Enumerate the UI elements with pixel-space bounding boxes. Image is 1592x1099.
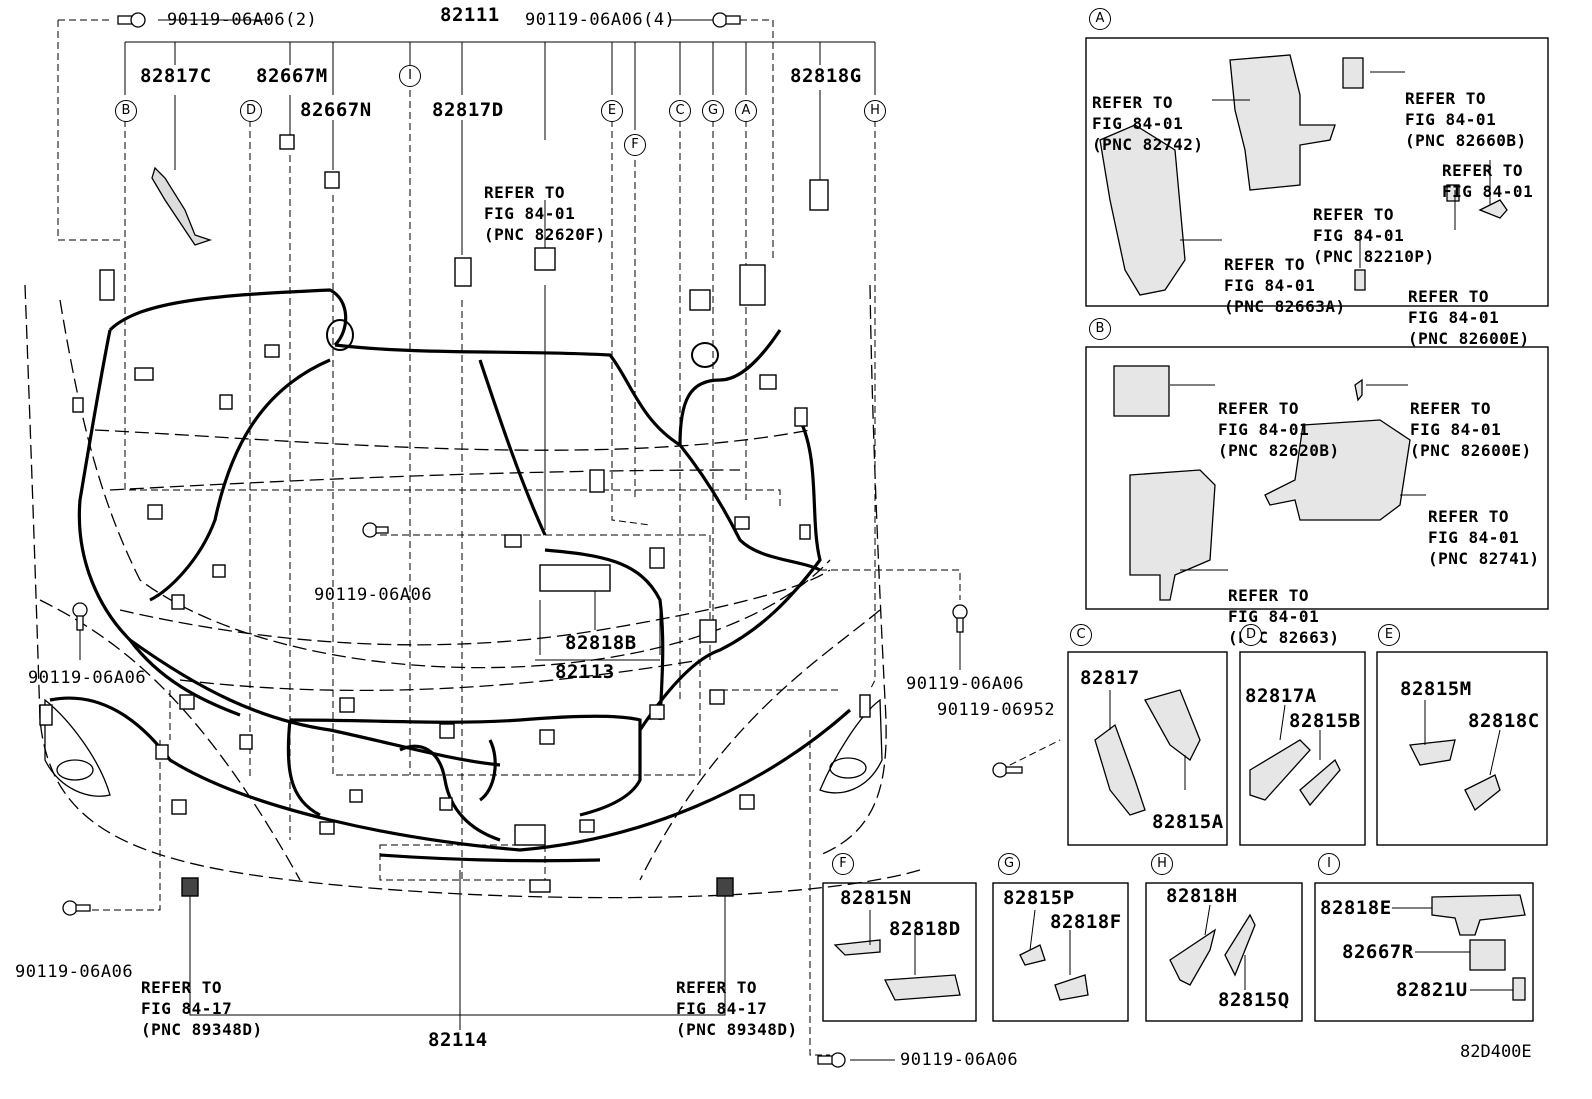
part-82818d-label[interactable]: 82818D	[889, 918, 961, 940]
callout-b[interactable]: B	[115, 100, 137, 122]
grommet-right	[691, 342, 719, 368]
harness-connectors	[39, 134, 871, 897]
part-82815p-label[interactable]: 82815P	[1003, 887, 1075, 909]
callout-g[interactable]: G	[702, 100, 724, 122]
part-82817a-label[interactable]: 82817A	[1245, 685, 1317, 707]
panel-b-parts	[1113, 365, 1411, 601]
panel-g-frame	[992, 882, 1129, 1022]
part-82818c-label[interactable]: 82818C	[1468, 710, 1540, 732]
part-82817c-label[interactable]: 82817C	[140, 65, 212, 87]
panel-a-leaders	[1180, 71, 1491, 268]
callout-e[interactable]: E	[601, 100, 623, 122]
part-82815a-label[interactable]: 82815A	[1152, 811, 1224, 833]
panel-c-letter: C	[1070, 624, 1092, 646]
callout-d[interactable]: D	[240, 100, 262, 122]
part-82815q-label[interactable]: 82815Q	[1218, 989, 1290, 1011]
panel-b-leaders	[1170, 384, 1426, 571]
panel-h-letter: H	[1151, 853, 1173, 875]
bolt-left-label[interactable]: 90119-06A06	[28, 668, 147, 688]
part-82114-label[interactable]: 82114	[428, 1029, 488, 1051]
panel-f-frame	[822, 882, 977, 1022]
part-82667m-label[interactable]: 82667M	[256, 65, 328, 87]
panel-a-letter: A	[1089, 8, 1111, 30]
part-82815m-label[interactable]: 82815M	[1400, 678, 1472, 700]
part-82113-label[interactable]: 82113	[555, 661, 615, 683]
part-82111-label[interactable]: 82111	[440, 4, 500, 26]
panel-i-frame	[1314, 882, 1534, 1022]
right-headlamp	[819, 698, 883, 794]
bolt-qty2-label[interactable]: 90119-06A06(2)	[167, 10, 318, 30]
part-82667r-label[interactable]: 82667R	[1342, 941, 1414, 963]
panel-f-letter: F	[832, 853, 854, 875]
panel-e-frame	[1376, 651, 1548, 846]
part-82817-label[interactable]: 82817	[1080, 667, 1140, 689]
part-82815n-label[interactable]: 82815N	[840, 887, 912, 909]
grommet-left	[326, 319, 354, 351]
bolt-icons	[62, 12, 1023, 1068]
callout-a[interactable]: A	[735, 100, 757, 122]
panel-c-frame	[1067, 651, 1228, 846]
figure-code: 82D400E	[1460, 1042, 1532, 1062]
inset-panels	[822, 37, 1549, 1022]
bolt-right-label[interactable]: 90119-06A06	[906, 674, 1025, 694]
small-panels-leaders	[869, 690, 1513, 991]
bolt-bottom-label[interactable]: 90119-06A06	[900, 1050, 1019, 1070]
panel-a-parts	[1099, 54, 1508, 296]
panel-i-letter: I	[1318, 853, 1340, 875]
part-82815b-label[interactable]: 82815B	[1289, 710, 1361, 732]
panel-b-frame	[1085, 346, 1549, 610]
panel-g-letter: G	[998, 853, 1020, 875]
part-82821u-label[interactable]: 82821U	[1396, 979, 1468, 1001]
bolt-center-label[interactable]: 90119-06A06	[314, 585, 433, 605]
panel-b-letter: B	[1089, 318, 1111, 340]
part-82818g-label[interactable]: 82818G	[790, 65, 862, 87]
panel-d-letter: D	[1240, 624, 1262, 646]
screw-06952-label[interactable]: 90119-06952	[937, 700, 1056, 720]
part-82817d-label[interactable]: 82817D	[432, 99, 504, 121]
panel-h-frame	[1145, 882, 1303, 1022]
callout-c[interactable]: C	[669, 100, 691, 122]
part-82818e-label[interactable]: 82818E	[1320, 897, 1392, 919]
part-82667n-label[interactable]: 82667N	[300, 99, 372, 121]
small-panels-parts	[833, 689, 1526, 1001]
bolt-qty4-label[interactable]: 90119-06A06(4)	[525, 10, 676, 30]
left-headlamp	[44, 698, 111, 797]
part-82818f-label[interactable]: 82818F	[1050, 911, 1122, 933]
bolt-bottom-left-label[interactable]: 90119-06A06	[15, 962, 134, 982]
wire-harness	[49, 288, 852, 863]
callout-h[interactable]: H	[864, 100, 886, 122]
part-82817c-icon	[151, 166, 213, 246]
panel-e-letter: E	[1378, 624, 1400, 646]
panel-d-frame	[1239, 651, 1366, 846]
callout-i[interactable]: I	[399, 65, 421, 87]
panel-a-frame	[1085, 37, 1549, 307]
callout-f[interactable]: F	[624, 134, 646, 156]
part-82818h-label[interactable]: 82818H	[1166, 885, 1238, 907]
part-82818b-label[interactable]: 82818B	[565, 632, 637, 654]
